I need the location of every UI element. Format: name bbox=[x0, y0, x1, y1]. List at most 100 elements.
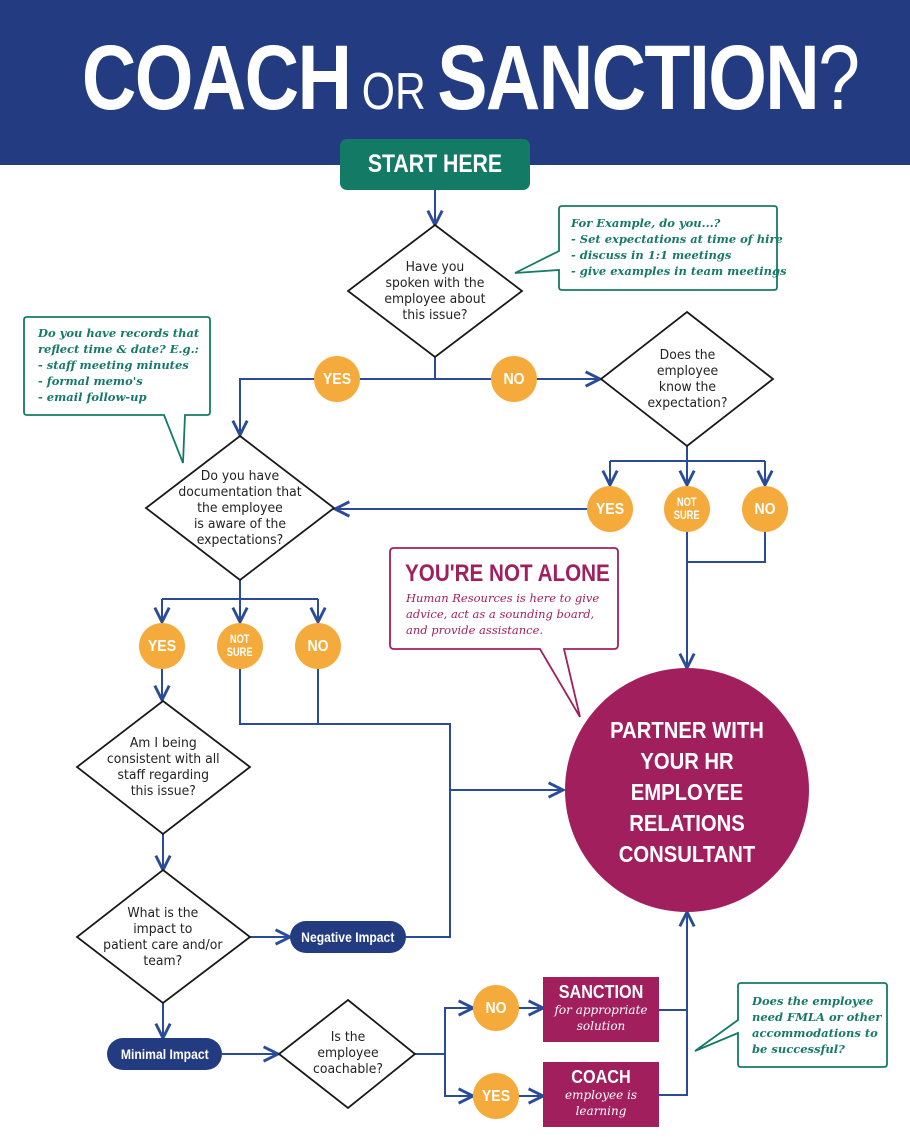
partner-circle bbox=[565, 668, 809, 912]
note-item: - give examples in team meetings bbox=[571, 264, 787, 278]
text-line: expectation? bbox=[646, 395, 727, 411]
text-line: consistent with all bbox=[106, 751, 220, 767]
note-fmla: Does the employee need FMLA or other acc… bbox=[752, 993, 881, 1057]
outcome-coach[interactable]: COACH employee is learning bbox=[543, 1062, 659, 1127]
text-line: employee about bbox=[384, 291, 486, 307]
badge-know-yes[interactable]: YES bbox=[587, 486, 633, 532]
decision-diamonds bbox=[75, 223, 775, 1110]
note-item: - formal memo's bbox=[38, 374, 143, 388]
connectors bbox=[162, 190, 765, 1096]
note-example: For Example, do you...? - Set expectatio… bbox=[571, 215, 787, 279]
badge-label: YES bbox=[595, 500, 625, 518]
note-records: Do you have records that reflect time & … bbox=[38, 325, 199, 405]
partner-line: CONSULTANT bbox=[618, 841, 756, 867]
diamond-documentation bbox=[144, 434, 336, 582]
not-alone-line: advice, act as a sounding board, bbox=[406, 607, 595, 621]
badge-label: YES bbox=[481, 1087, 511, 1105]
note-item: - Set expectations at time of hire bbox=[571, 232, 783, 246]
callout-not-alone bbox=[389, 547, 619, 718]
partner-line: EMPLOYEE bbox=[630, 779, 744, 805]
text-line: expectations? bbox=[196, 532, 284, 548]
text-line: is aware of the bbox=[193, 516, 286, 532]
badge-know-no[interactable]: NO bbox=[742, 486, 788, 532]
outcome-subtitle: solution bbox=[576, 1019, 626, 1033]
callouts-green bbox=[23, 205, 888, 1068]
pill-label: Minimal Impact bbox=[120, 1046, 209, 1062]
text-line: Am I being bbox=[129, 735, 197, 751]
start-here-button[interactable]: START HERE bbox=[340, 139, 530, 190]
connector-coachable-yes bbox=[444, 1054, 473, 1096]
text-line: know the bbox=[658, 379, 716, 395]
text-line: employee bbox=[656, 363, 718, 379]
start-here-label: START HERE bbox=[367, 150, 503, 178]
text-line: What is the bbox=[127, 905, 199, 921]
badge-label: NO bbox=[754, 500, 776, 518]
not-alone-line: and provide assistance. bbox=[406, 623, 544, 637]
note-item: - staff meeting minutes bbox=[38, 358, 189, 372]
partner-line: YOUR HR bbox=[640, 748, 734, 774]
diamond-coachable bbox=[277, 998, 417, 1110]
text-line: this issue? bbox=[130, 783, 196, 799]
note-line: reflect time & date? E.g.: bbox=[38, 342, 199, 356]
badge-label: NOT bbox=[677, 495, 697, 509]
callout-records bbox=[23, 316, 211, 464]
note-line: accommodations to bbox=[752, 1026, 878, 1040]
partner-line: PARTNER WITH bbox=[610, 717, 764, 743]
pill-minimal-impact[interactable]: Minimal Impact bbox=[107, 1038, 222, 1070]
connector-doc-notsure-down bbox=[239, 668, 451, 790]
connector-coach-to-partner bbox=[659, 912, 687, 1096]
partner-line: RELATIONS bbox=[629, 810, 745, 836]
badge-spoken-yes[interactable]: YES bbox=[314, 356, 360, 402]
partner-hr-text: PARTNER WITH YOUR HR EMPLOYEE RELATIONS … bbox=[566, 715, 808, 870]
connector-yes-left bbox=[240, 378, 435, 435]
badge-coachable-no[interactable]: NO bbox=[473, 985, 519, 1031]
badge-spoken-no[interactable]: NO bbox=[491, 356, 537, 402]
text-line: patient care and/or bbox=[103, 937, 223, 953]
text-line: team? bbox=[143, 953, 183, 969]
note-line: need FMLA or other bbox=[752, 1010, 882, 1024]
outcome-subtitle: learning bbox=[575, 1104, 627, 1118]
text-line: this issue? bbox=[402, 307, 468, 323]
text-line: staff regarding bbox=[117, 767, 209, 783]
callout-example bbox=[514, 205, 778, 291]
callout-fmla bbox=[694, 982, 888, 1068]
badge-coachable-yes[interactable]: YES bbox=[473, 1073, 519, 1119]
note-item: - email follow-up bbox=[38, 390, 147, 404]
badge-doc-yes[interactable]: YES bbox=[139, 623, 185, 669]
connector-coachable-no bbox=[444, 1008, 473, 1054]
text-line: Is the bbox=[330, 1029, 366, 1045]
note-line: Does the employee bbox=[752, 994, 874, 1008]
title-coach: COACH bbox=[81, 27, 352, 129]
text-line: documentation that bbox=[178, 484, 302, 500]
title-sanction: SANCTION bbox=[437, 27, 819, 129]
title-or: OR bbox=[361, 63, 426, 121]
diamond-consistent bbox=[75, 699, 252, 836]
badge-label: NOT bbox=[230, 632, 250, 646]
badge-label: SURE bbox=[227, 645, 253, 659]
note-line: be successful? bbox=[752, 1042, 845, 1056]
note-title: For Example, do you...? bbox=[571, 216, 721, 230]
connector-negative-to-partner bbox=[406, 790, 451, 938]
outcome-title: SANCTION bbox=[558, 982, 644, 1002]
diamond-know-expectation bbox=[599, 310, 775, 448]
diamond-spoken bbox=[346, 223, 524, 359]
text-line: impact to bbox=[133, 921, 193, 937]
badge-label: YES bbox=[147, 637, 177, 655]
diamond-impact bbox=[75, 868, 252, 1005]
pill-negative-impact[interactable]: Negative Impact bbox=[290, 921, 406, 953]
outcome-title: COACH bbox=[571, 1067, 631, 1087]
outcome-sanction[interactable]: SANCTION for appropriate solution bbox=[543, 977, 659, 1042]
text-line: employee bbox=[317, 1045, 379, 1061]
pill-label: Negative Impact bbox=[301, 929, 395, 945]
badge-doc-no[interactable]: NO bbox=[295, 623, 341, 669]
text-line: coachable? bbox=[313, 1061, 383, 1077]
text-line: Do you have bbox=[200, 468, 280, 484]
